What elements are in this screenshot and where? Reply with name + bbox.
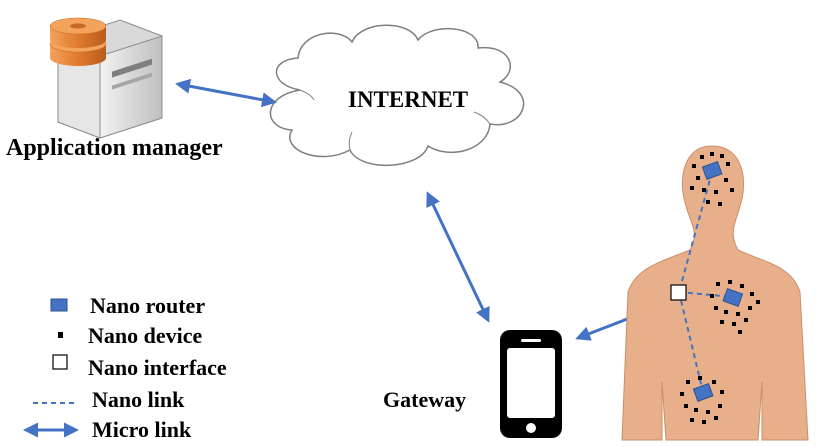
legend-nano-interface-icon: [52, 354, 68, 370]
nano-device-cluster-chest: [710, 280, 760, 334]
nano-device-cluster-abdomen: [680, 376, 724, 424]
nano-router-chest: [722, 287, 744, 307]
gateway-label: Gateway: [383, 387, 467, 412]
legend-micro-link-label: Micro link: [92, 417, 192, 442]
nano-router-abdomen: [692, 382, 714, 402]
legend-nano-link-label: Nano link: [92, 387, 185, 412]
nano-device-cluster-head: [690, 152, 734, 206]
legend-nano-interface-label: Nano interface: [88, 355, 227, 380]
human-body-icon: [621, 145, 809, 441]
micro-link-internet-gateway: [426, 191, 490, 323]
smartphone-icon: [500, 330, 562, 438]
nano-links: [678, 171, 734, 393]
legend-nano-device-label: Nano device: [88, 323, 203, 348]
server-icon: [49, 17, 163, 139]
internet-label: INTERNET: [348, 87, 469, 112]
micro-link-server-internet: [175, 78, 277, 108]
nano-interface: [670, 284, 687, 301]
legend-nano-router-label: Nano router: [90, 293, 206, 318]
cloud-icon: [269, 24, 525, 167]
app-manager-label: Application manager: [6, 135, 223, 161]
nano-router-head: [701, 160, 723, 180]
legend-nano-device-icon: [58, 332, 63, 338]
legend-nano-router-icon: [50, 298, 68, 312]
